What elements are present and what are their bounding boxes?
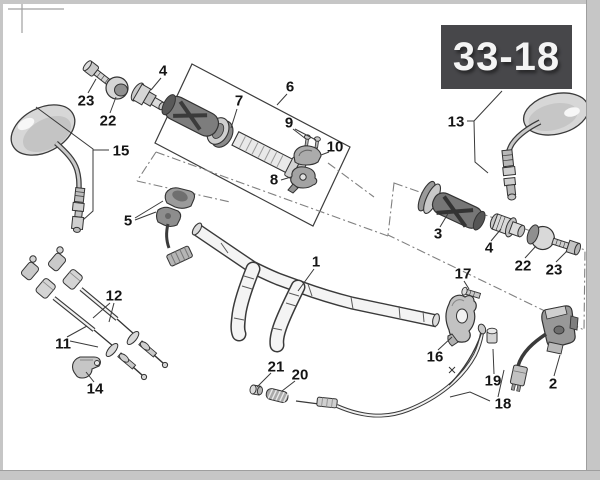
part-callout-11: 11 — [55, 335, 71, 353]
page-edge-top — [0, 0, 600, 4]
bolt-left-23 — [82, 60, 113, 87]
bushing-left-22 — [105, 76, 129, 100]
switch-left-5 — [155, 187, 196, 267]
part-callout-3: 3 — [433, 225, 443, 243]
part-callout-4: 4 — [158, 62, 168, 80]
part-callout-9: 9 — [284, 114, 294, 132]
part-callout-22: 22 — [514, 257, 532, 275]
part-callout-19: 19 — [484, 372, 502, 390]
page-edge-left — [0, 0, 3, 480]
adapter-left-4 — [130, 82, 166, 111]
bolt-right-23 — [551, 237, 582, 256]
handlebar — [191, 222, 440, 353]
mirror-right — [501, 92, 590, 201]
clamp-8 — [287, 166, 318, 194]
bar-left-end — [191, 222, 203, 236]
pin-17 — [461, 286, 482, 299]
adapter-right-4 — [489, 213, 526, 238]
part-callout-21: 21 — [267, 358, 285, 376]
grip-right-3 — [417, 180, 486, 231]
part-callout-15: 15 — [112, 142, 130, 160]
part-callout-13: 13 — [447, 113, 465, 131]
page-code-text: 33-18 — [452, 34, 561, 79]
part-callout-23: 23 — [77, 92, 95, 110]
part-callout-2: 2 — [548, 375, 558, 393]
boot-19 — [486, 327, 498, 344]
part-callout-7: 7 — [234, 92, 244, 110]
bracket-14 — [71, 356, 101, 379]
dashdot-box-right-grip — [387, 182, 586, 331]
part-callout-16: 16 — [426, 348, 444, 366]
part-callout-14: 14 — [86, 380, 104, 398]
dashdot-axis-line — [155, 151, 389, 237]
part-callout-20: 20 — [291, 366, 309, 384]
page-code-badge: 33-18 — [441, 25, 572, 89]
part-callout-6: 6 — [285, 78, 295, 96]
bar-right-end — [432, 313, 440, 327]
grip-left-7 — [161, 94, 220, 137]
part-callout-1: 1 — [311, 253, 321, 271]
cable-guide-16 — [445, 294, 477, 347]
page-edge-right — [586, 0, 600, 480]
part-callout-23: 23 — [545, 261, 563, 279]
screws-9 — [303, 134, 321, 149]
page-edge-bottom — [0, 470, 600, 480]
part-callout-12: 12 — [105, 287, 123, 305]
assembly-boxes — [136, 63, 586, 331]
part-callout-18: 18 — [494, 395, 512, 413]
throttle-cable-18 — [295, 323, 487, 418]
part-callout-22: 22 — [99, 112, 117, 130]
part-callout-4: 4 — [484, 239, 494, 257]
spring-20 — [265, 388, 289, 403]
mirror-left — [10, 104, 86, 233]
leader-lines — [35, 77, 568, 402]
cable-11 — [20, 255, 148, 381]
part-callout-10: 10 — [326, 138, 344, 156]
part-callout-17: 17 — [454, 265, 472, 283]
clamp-10 — [293, 145, 322, 166]
switch-right-2 — [509, 305, 579, 392]
part-callout-8: 8 — [269, 171, 279, 189]
frame-corner-marks — [8, 3, 64, 33]
cap-right-22 — [526, 224, 555, 251]
nut-21 — [249, 384, 263, 396]
part-callout-5: 5 — [123, 212, 133, 230]
